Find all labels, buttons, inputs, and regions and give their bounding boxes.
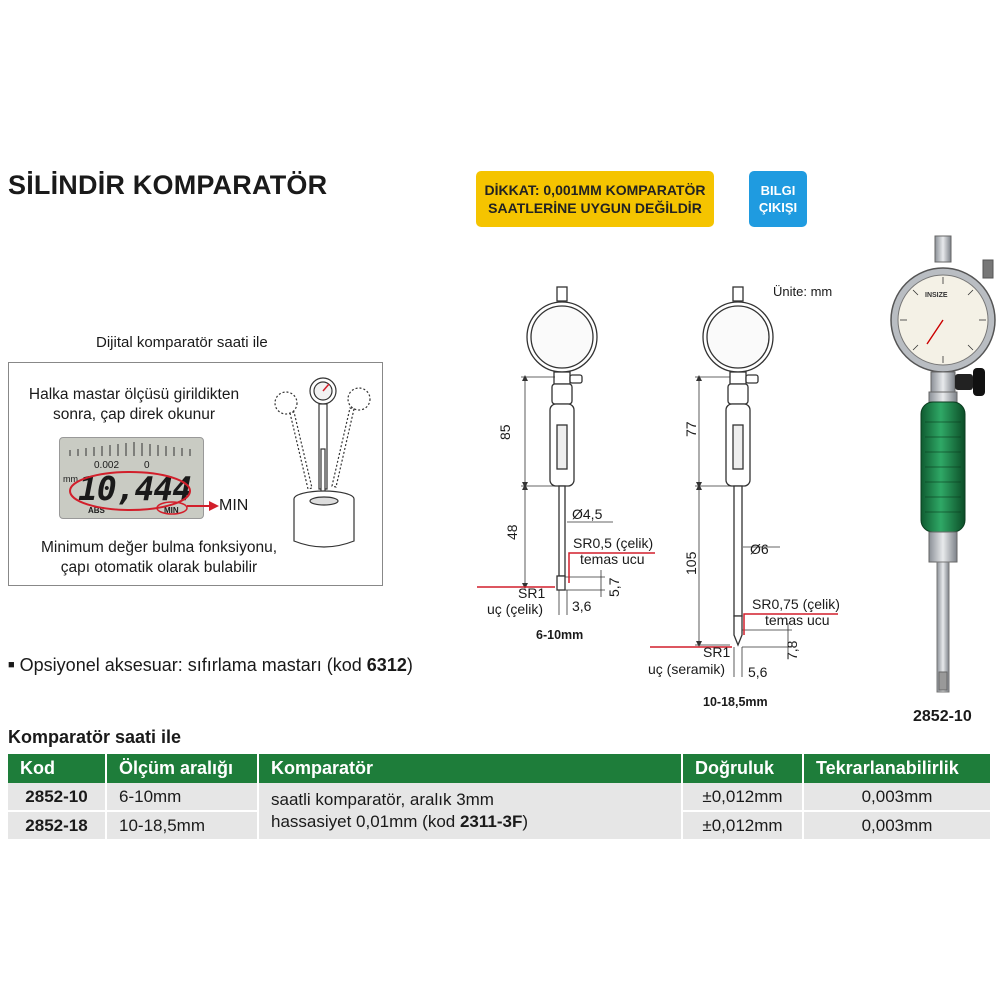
large-dim-top: 77 bbox=[683, 421, 699, 437]
large-sr-label-2: uç (seramik) bbox=[648, 661, 726, 677]
row-accuracy: ±0,012mm bbox=[682, 811, 804, 841]
large-dim-w: 5,6 bbox=[748, 664, 768, 680]
unit-label: Ünite: mm bbox=[773, 284, 833, 299]
header-code: Kod bbox=[8, 754, 107, 783]
digital-info-box: Halka mastar ölçüsü girildikten sonra, ç… bbox=[8, 362, 383, 586]
row-comparator: saatli komparatör, aralık 3mm hassasiyet… bbox=[258, 783, 683, 841]
accessory-text: Opsiyonel aksesuar: sıfırlama mastarı (k… bbox=[19, 655, 367, 675]
comparator-code: 2311-3F bbox=[459, 812, 523, 831]
section-title: Komparatör saati ile bbox=[8, 727, 182, 747]
row-repeatability: 0,003mm bbox=[803, 783, 990, 812]
spec-table: Kod Ölçüm aralığı Komparatör Doğruluk Te… bbox=[8, 754, 990, 841]
small-tip-label-2: temas ucu bbox=[580, 551, 645, 567]
table-header-row: Kod Ölçüm aralığı Komparatör Doğruluk Te… bbox=[8, 754, 990, 783]
photo-brand: INSIZE bbox=[925, 292, 948, 299]
info-line-2: ÇIKIŞI bbox=[758, 200, 798, 215]
header-repeatability: Tekrarlanabilirlik bbox=[803, 754, 990, 783]
min-label: MIN bbox=[219, 497, 249, 514]
note-bottom-line-1: Minimum değer bulma fonksiyonu, bbox=[40, 539, 278, 556]
small-dia: Ø4,5 bbox=[572, 506, 603, 522]
row-accuracy: ±0,012mm bbox=[682, 783, 804, 812]
note-bottom-line-2: çapı otomatik olarak bulabilir bbox=[60, 559, 258, 576]
comparator-line-1: saatli komparatör, aralık 3mm bbox=[271, 790, 494, 809]
lcd-abs: ABS bbox=[88, 506, 105, 515]
drawing-small bbox=[477, 286, 655, 615]
warning-badge: DİKKAT: 0,001MM KOMPARATÖR SAATLERİNE UY… bbox=[476, 171, 714, 227]
large-sr-label-1: SR1 bbox=[703, 644, 731, 660]
table-row: 2852-10 6-10mm saatli komparatör, aralık… bbox=[8, 783, 990, 841]
info-button[interactable]: BILGI ÇIKIŞI bbox=[749, 171, 807, 227]
page-title: SİLİNDİR KOMPARATÖR bbox=[8, 170, 328, 200]
large-dim-h: 7,8 bbox=[784, 640, 800, 660]
small-range: 6-10mm bbox=[536, 628, 584, 642]
accessory-close: ) bbox=[406, 655, 413, 675]
large-dia: Ø6 bbox=[750, 541, 769, 557]
small-sr-label-2: uç (çelik) bbox=[487, 601, 544, 617]
row-repeatability: 0,003mm bbox=[803, 811, 990, 841]
warning-line-1: DİKKAT: 0,001MM KOMPARATÖR bbox=[484, 182, 706, 198]
small-dim-bottom: 48 bbox=[504, 524, 520, 540]
large-range: 10-18,5mm bbox=[703, 695, 768, 709]
accessory-code: 6312 bbox=[366, 655, 407, 675]
large-tip-label-2: temas ucu bbox=[765, 612, 830, 628]
drawing-large bbox=[650, 286, 838, 677]
digital-note-bottom: Minimum değer bulma fonksiyonu, çapı oto… bbox=[9, 538, 309, 578]
comparator-close: ) bbox=[522, 812, 529, 831]
photo-model-label: 2852-10 bbox=[913, 708, 972, 725]
accessory-note: ■ Opsiyonel aksesuar: sıfırlama mastarı … bbox=[8, 655, 413, 676]
row-code: 2852-10 bbox=[8, 783, 107, 812]
note-top-line-1: Halka mastar ölçüsü girildikten bbox=[28, 386, 240, 403]
lcd-mm: mm bbox=[63, 474, 78, 484]
large-dim-bottom: 105 bbox=[683, 551, 699, 575]
header-accuracy: Doğruluk bbox=[682, 754, 804, 783]
comparator-line-2: hassasiyet 0,01mm (kod 2311-3F) bbox=[271, 811, 681, 833]
note-top-line-2: sonra, çap direk okunur bbox=[53, 406, 215, 423]
lcd-small-right: 0 bbox=[144, 460, 150, 471]
info-line-1: BILGI bbox=[760, 183, 796, 198]
lcd-scale-graphic bbox=[69, 442, 191, 456]
row-range: 10-18,5mm bbox=[106, 811, 259, 841]
bullet-icon: ■ bbox=[8, 659, 15, 671]
large-tip-label-1: SR0,75 (çelik) bbox=[752, 596, 840, 612]
digital-note-top: Halka mastar ölçüsü girildikten sonra, ç… bbox=[9, 385, 259, 425]
row-code: 2852-18 bbox=[8, 811, 107, 841]
lcd-min: MIN bbox=[164, 506, 179, 515]
lcd-highlight-graphic bbox=[69, 471, 219, 515]
small-sr-label-1: SR1 bbox=[518, 585, 546, 601]
small-dim-w: 3,6 bbox=[572, 598, 592, 614]
table-row: 2852-18 10-18,5mm ±0,012mm 0,003mm bbox=[8, 811, 990, 841]
header-range: Ölçüm aralığı bbox=[106, 754, 259, 783]
small-tip-label-1: SR0,5 (çelik) bbox=[573, 535, 654, 551]
ring-gauge-sketch bbox=[274, 377, 371, 548]
header-comparator: Komparatör bbox=[258, 754, 683, 783]
comparator-line-2-text: hassasiyet 0,01mm (kod bbox=[271, 812, 460, 831]
digital-caption: Dijital komparatör saati ile bbox=[96, 334, 268, 351]
warning-line-2: SAATLERİNE UYGUN DEĞİLDİR bbox=[488, 200, 702, 216]
row-range: 6-10mm bbox=[106, 783, 259, 812]
product-photo bbox=[890, 235, 996, 693]
small-dim-top: 85 bbox=[497, 424, 513, 440]
lcd-small-value: 0.002 bbox=[94, 460, 120, 471]
small-dim-h: 5,7 bbox=[606, 577, 622, 597]
